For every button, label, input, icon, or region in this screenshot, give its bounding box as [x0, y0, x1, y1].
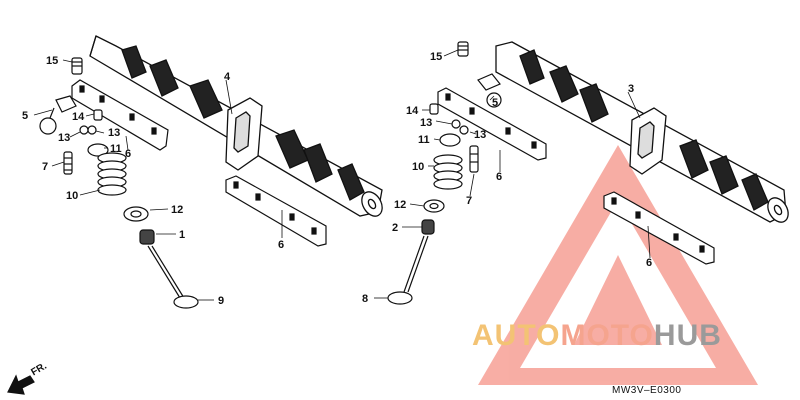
camshaft-right	[495, 41, 789, 223]
callout-10-left: 10	[66, 190, 78, 202]
watermark-triangle-logo	[478, 145, 758, 385]
drawing-code: MW3V–E0300	[612, 385, 682, 396]
callout-11-left: 11	[110, 143, 122, 155]
callout-11-right: 11	[418, 134, 430, 146]
callout-4: 4	[224, 71, 231, 83]
cam-holder-left-upper	[71, 79, 169, 151]
callout-15-left: 15	[46, 55, 58, 67]
watermark-part-auto: AUTO	[472, 319, 561, 352]
callout-8: 8	[362, 293, 368, 305]
camshaft-left	[89, 35, 383, 217]
callout-13-right-a: 13	[420, 117, 432, 129]
callout-1: 1	[179, 229, 185, 241]
callout-12-left: 12	[171, 204, 183, 216]
callout-9: 9	[218, 295, 224, 307]
callout-14-left: 14	[72, 111, 85, 123]
callout-10-right: 10	[412, 161, 424, 173]
callout-14-right: 14	[406, 105, 419, 117]
callout-13-left-b: 13	[108, 127, 120, 139]
watermark-part-moto: MOTO	[560, 319, 654, 352]
callout-3: 3	[628, 83, 634, 95]
callout-13-right-b: 13	[474, 129, 486, 141]
callout-6-left-a: 6	[125, 148, 131, 160]
leader-lines	[33, 49, 651, 301]
callout-13-left-a: 13	[58, 132, 70, 144]
callout-2: 2	[392, 222, 398, 234]
callout-6-right-a: 6	[496, 171, 502, 183]
callout-6-right-b: 6	[646, 257, 652, 269]
callout-12-right: 12	[394, 199, 406, 211]
callout-7-right: 7	[466, 195, 472, 207]
callout-5-right: 5	[492, 97, 498, 109]
watermark-part-hub: HUB	[653, 319, 722, 352]
cam-holder-right-upper	[437, 87, 547, 161]
cam-holder-right-lower	[603, 191, 715, 265]
callout-15-right: 15	[430, 51, 442, 63]
cam-holder-left-lower	[225, 175, 327, 247]
callout-5-left: 5	[22, 110, 28, 122]
front-direction-arrow-icon	[7, 374, 35, 395]
watermark-text: AUTOMOTOHUB	[472, 319, 722, 353]
callout-6-left-b: 6	[278, 239, 284, 251]
valve-train-right	[387, 41, 502, 305]
callout-7-left: 7	[42, 161, 48, 173]
valve-train-left	[39, 57, 199, 309]
callouts: 15 5 14 13 13 11 7 10 6 4 12 1 9 6 15 3 …	[22, 51, 652, 307]
